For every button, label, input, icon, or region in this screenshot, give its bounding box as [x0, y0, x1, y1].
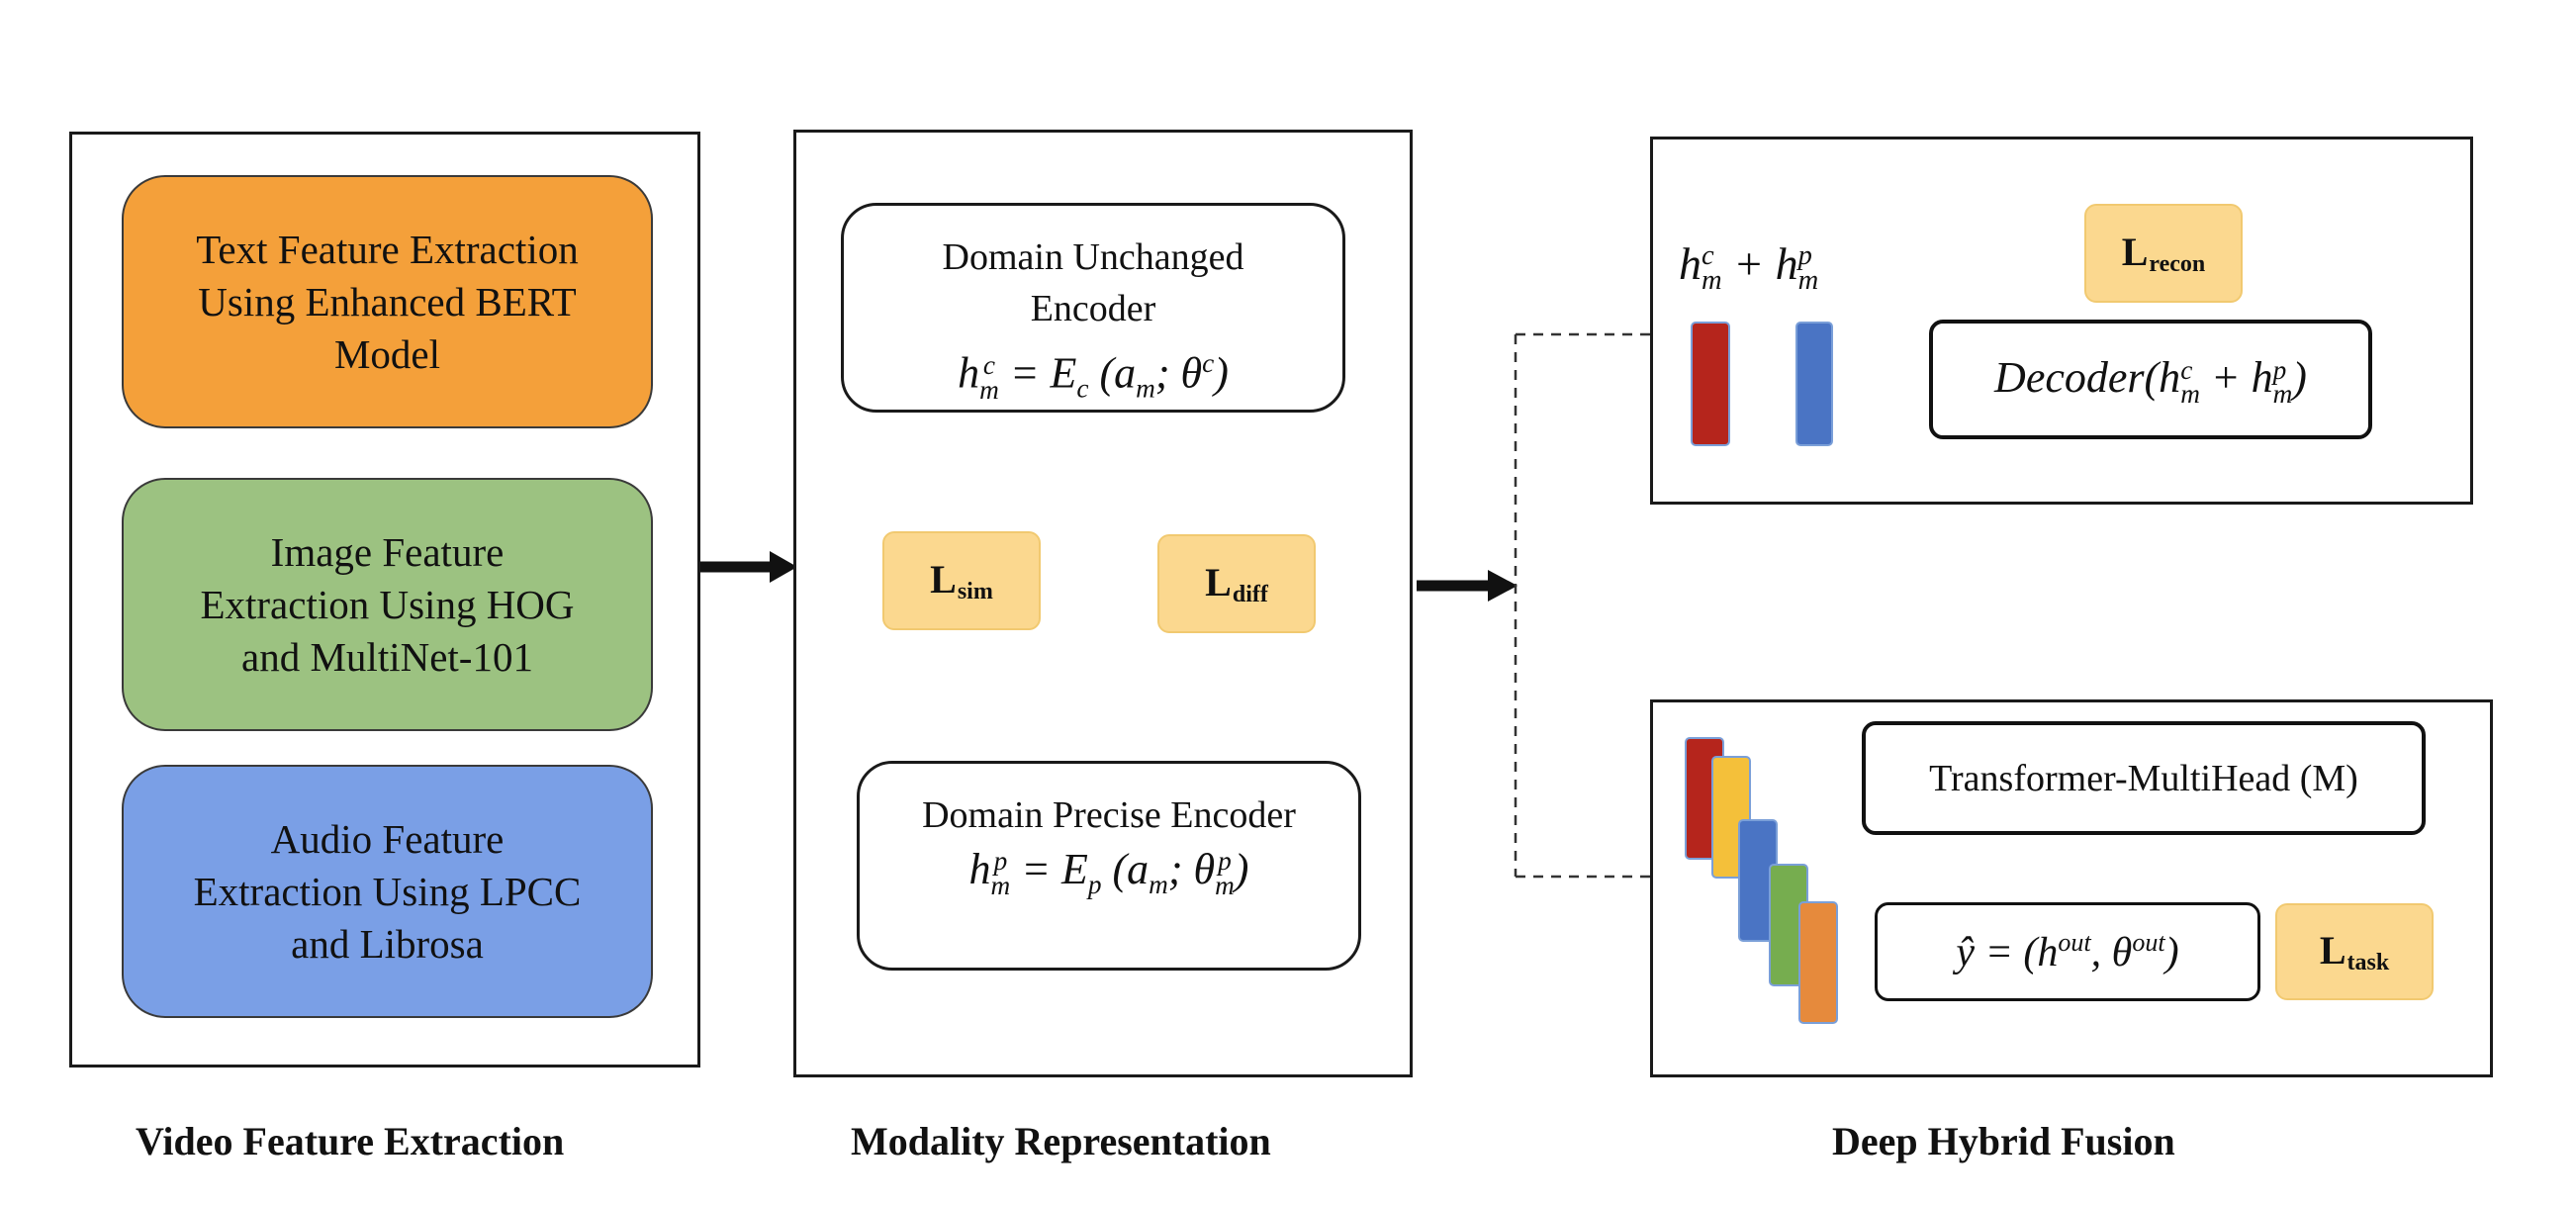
loss-sim-label: Lsim: [930, 557, 993, 604]
loss-recon-label: Lrecon: [2121, 230, 2206, 277]
loss-recon-badge: Lrecon: [2084, 204, 2243, 303]
feature-extraction-caption: Video Feature Extraction: [136, 1119, 565, 1163]
image-feature-box: Image Feature Extraction Using HOG and M…: [122, 478, 653, 731]
audio-feature-box: Audio Feature Extraction Using LPCC and …: [122, 765, 653, 1018]
loss-diff-badge: Ldiff: [1157, 534, 1316, 633]
loss-sim-badge: Lsim: [882, 531, 1041, 630]
loss-task-label: Ltask: [2319, 928, 2390, 975]
transformer-label: Transformer-MultiHead (M): [1929, 757, 2358, 799]
blue-feature-bar: [1795, 322, 1833, 446]
audio-feature-label: Audio Feature Extraction Using LPCC and …: [193, 815, 582, 967]
unchanged-encoder-title: Domain Unchanged Encoder: [942, 236, 1244, 329]
text-feature-box: Text Feature Extraction Using Enhanced B…: [122, 175, 653, 428]
stack-bar-orange: [1798, 901, 1838, 1024]
dashed-branch-connector: [1514, 332, 1650, 879]
loss-task-badge: Ltask: [2275, 903, 2434, 1000]
precise-encoder-title: Domain Precise Encoder: [922, 794, 1296, 836]
red-feature-bar: [1691, 322, 1730, 446]
arrow-modality-to-fusion: [1417, 570, 1518, 602]
prediction-label: ŷ = (hout, θout): [1956, 927, 2179, 975]
arrow-feature-to-modality: [700, 551, 797, 583]
text-feature-label: Text Feature Extraction Using Enhanced B…: [196, 226, 579, 377]
modality-representation-caption: Modality Representation: [851, 1119, 1271, 1163]
image-feature-label: Image Feature Extraction Using HOG and M…: [200, 528, 575, 680]
deep-hybrid-fusion-caption: Deep Hybrid Fusion: [1832, 1119, 2175, 1163]
prediction-box: ŷ = (hout, θout): [1875, 902, 2260, 1001]
loss-diff-label: Ldiff: [1205, 560, 1268, 607]
transformer-box: Transformer-MultiHead (M): [1862, 721, 2426, 835]
